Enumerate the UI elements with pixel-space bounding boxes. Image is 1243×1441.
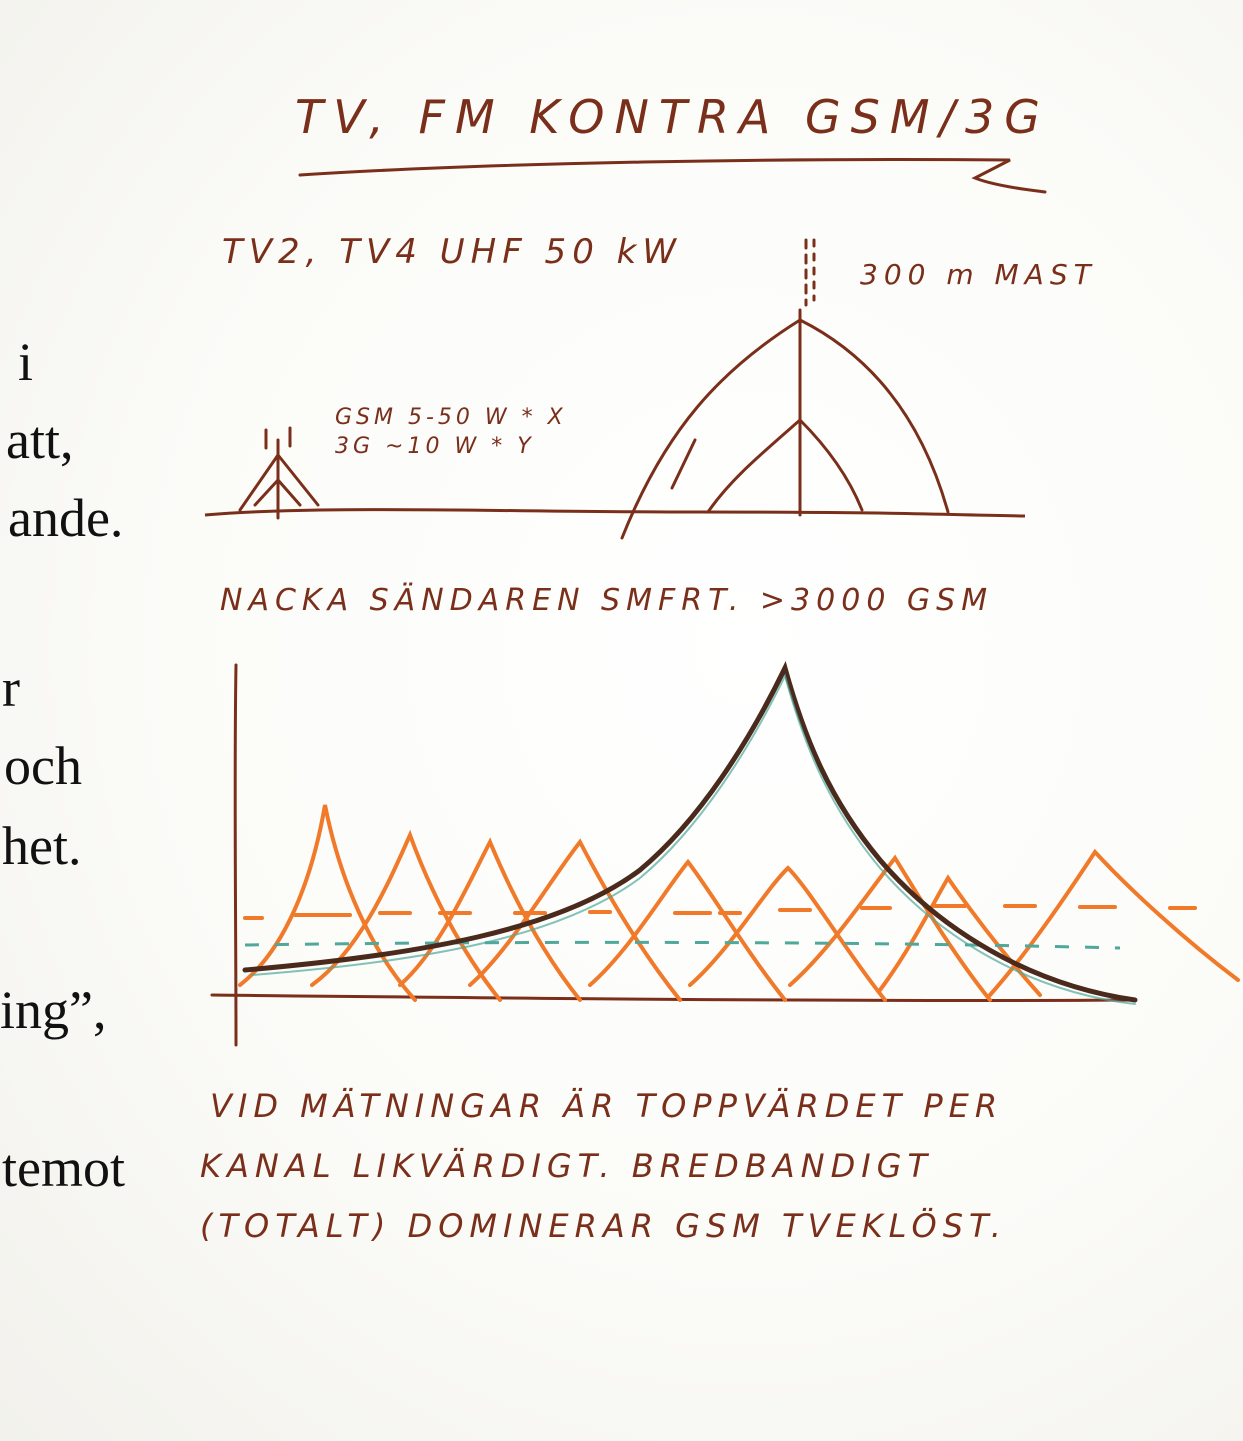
slide-text-line: och: [4, 736, 82, 796]
tv-mast: [620, 238, 950, 540]
broadband-curve: [242, 660, 1138, 1005]
slide-text-line: i: [18, 332, 34, 392]
teal-dashed-level: [244, 940, 1121, 950]
orange-channel-peaks: [238, 804, 1240, 1002]
footer-line: VID MÄTNINGAR ÄR TOPPVÄRDET PER: [210, 1087, 1004, 1125]
slide-text-line: het.: [2, 816, 82, 876]
3g-spec-line: 3G ~10 W * Y: [335, 434, 535, 459]
slide-text-line: ande.: [8, 488, 124, 548]
slide-text-line: att,: [6, 410, 74, 470]
uhf-transmitter-label: TV2, TV4 UHF 50 kW: [222, 232, 682, 272]
ground-line: [204, 508, 1026, 518]
graph-axes: [210, 663, 1137, 1047]
slide-text-line: r: [2, 658, 20, 718]
mast-height-label: 300 m MAST: [860, 258, 1097, 291]
slide-text-line: temot: [2, 1138, 125, 1198]
title-underline: [298, 158, 1047, 194]
gsm-mast: [238, 426, 320, 520]
footer-line: (TOTALT) DOMINERAR GSM TVEKLÖST.: [200, 1207, 1007, 1245]
gsm-spec-line: GSM 5-50 W * X: [335, 405, 567, 430]
nacka-transmitter-label: NACKA SÄNDAREN SMFRT. >3000 GSM: [220, 583, 994, 618]
slide-text-line: ing”,: [0, 980, 107, 1040]
footer-line: KANAL LIKVÄRDIGT. BREDBANDIGT: [200, 1147, 934, 1185]
whiteboard-title: TV, FM KONTRA GSM/3G: [295, 90, 1050, 144]
